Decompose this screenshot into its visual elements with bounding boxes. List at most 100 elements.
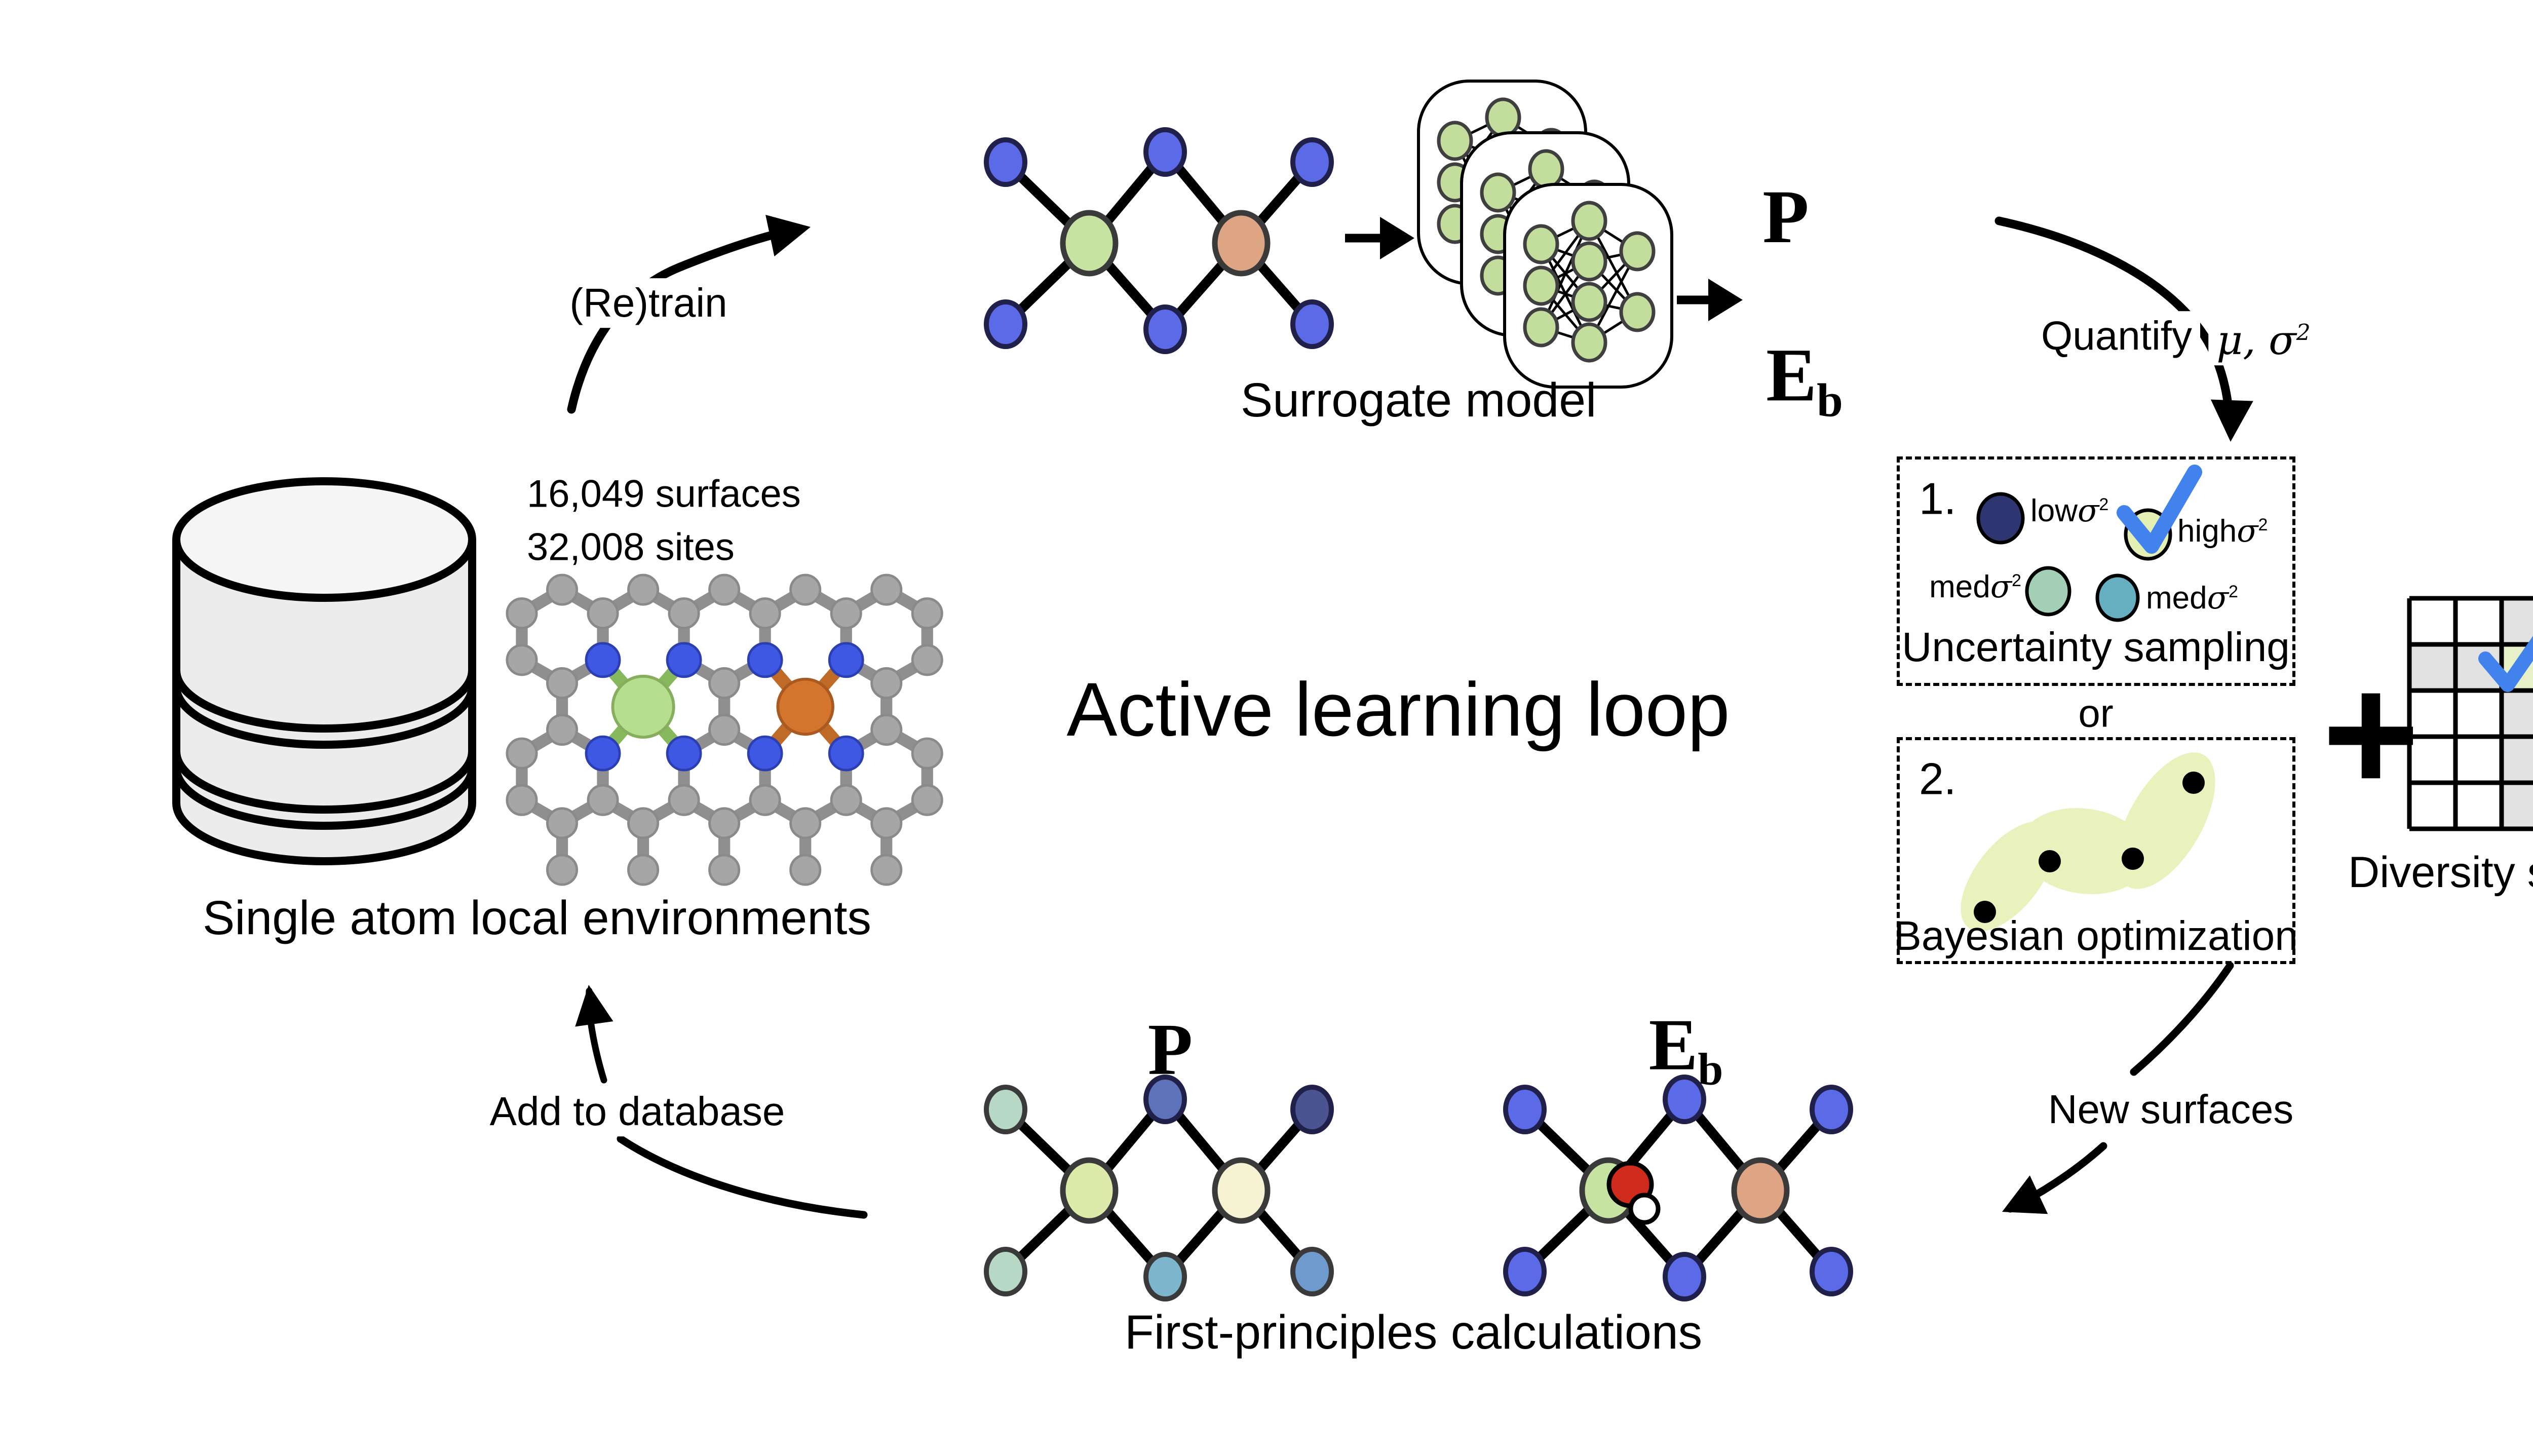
nn-model-stack: [1417, 80, 1673, 389]
graph-node: [984, 1247, 1027, 1296]
nitrogen-atom: [828, 642, 864, 678]
carbon-atom: [911, 737, 943, 770]
uncertainty-box: [1897, 456, 2295, 686]
eb-graph-label: Eb: [1648, 1004, 1723, 1095]
database-stat-surfaces: 16,049 surfaces: [527, 472, 801, 516]
plus-icon: +: [2322, 640, 2420, 827]
metal-atom-orange: [776, 677, 834, 736]
carbon-atom: [506, 597, 538, 630]
carbon-atom: [708, 667, 741, 699]
graph-node: [1290, 299, 1334, 349]
carbon-atom: [506, 784, 538, 816]
add-to-database-arrow: [575, 985, 868, 1219]
graph-node: [1060, 210, 1119, 277]
carbon-atom: [587, 784, 619, 816]
carbon-atom: [546, 573, 579, 606]
quantify-label: Quantify: [2033, 311, 2200, 361]
surrogate-caption: Surrogate model: [1240, 373, 1597, 427]
nn-output-arrow: [1677, 279, 1743, 321]
nitrogen-atom: [666, 642, 702, 678]
nn-node: [1437, 121, 1473, 161]
carbon-atom: [627, 573, 660, 606]
graph-node: [984, 299, 1027, 349]
database-caption: Single atom local environments: [202, 891, 872, 945]
carbon-atom: [546, 714, 579, 746]
bayesian-index: 2.: [1919, 753, 1956, 804]
carbon-atom: [870, 854, 903, 886]
graph-node: [1143, 127, 1187, 177]
bayesian-landscape: [1961, 752, 2215, 932]
sample-dot: [2039, 850, 2061, 872]
carbon-atom: [789, 807, 822, 839]
carbon-atom: [708, 854, 741, 886]
carbon-atom: [911, 597, 943, 630]
nn-node: [1619, 231, 1656, 272]
graph-node: [1212, 210, 1271, 277]
adsorbate-hydrogen: [1628, 1193, 1661, 1225]
carbon-atom: [546, 667, 579, 699]
uncertainty-index: 1.: [1919, 473, 1956, 524]
carbon-atom: [506, 737, 538, 770]
graph-node: [1663, 1252, 1706, 1301]
carbon-atom: [546, 807, 579, 839]
first-principles-eb-graph: [1503, 1075, 1853, 1301]
graph-node: [1290, 137, 1334, 187]
carbon-atom: [749, 597, 781, 630]
nn-node: [1619, 292, 1656, 332]
graph-node: [1290, 1247, 1334, 1296]
carbon-atom: [789, 573, 822, 606]
retrain-arrow: [567, 214, 811, 414]
carbon-atom: [870, 573, 903, 606]
sample-dot: [2122, 848, 2144, 870]
new-surfaces-label: New surfaces: [2040, 1085, 2302, 1134]
nitrogen-atom: [585, 735, 621, 772]
carbon-atom: [627, 854, 660, 886]
graph-node: [1503, 1085, 1547, 1134]
quantify-math-label: μ, σ2: [2208, 316, 2319, 365]
diversity-caption: Diversity sampling: [2348, 848, 2533, 897]
metal-atom-green: [611, 674, 675, 739]
bayesian-blob: [2019, 808, 2149, 895]
nn-node: [1571, 241, 1607, 282]
carbon-atom: [708, 573, 741, 606]
nn-node: [1571, 322, 1607, 363]
database-icon: [172, 477, 476, 865]
carbon-atom: [708, 714, 741, 746]
carbon-atom: [627, 807, 660, 839]
nn-node: [1485, 97, 1521, 138]
nn-node: [1480, 172, 1516, 213]
graph-to-nn-arrow: [1345, 217, 1414, 259]
check-icon: [2117, 465, 2202, 554]
graph-node: [1143, 1252, 1187, 1301]
graph-node: [1810, 1085, 1853, 1134]
carbon-atom: [668, 784, 700, 816]
output-p-label: P: [1762, 175, 1809, 259]
p-graph-label: P: [1147, 1009, 1193, 1090]
nn-node: [1571, 282, 1607, 322]
nitrogen-atom: [585, 642, 621, 678]
graph-node: [984, 1085, 1027, 1134]
med-sigma-label-left: medσ2: [1929, 567, 2021, 605]
med-sigma-label-right: medσ2: [2146, 579, 2238, 616]
high-sigma-label: highσ2: [2177, 512, 2268, 549]
graph-node: [1143, 304, 1187, 354]
carbon-atom: [911, 784, 943, 816]
nn-node: [1571, 201, 1607, 241]
nitrogen-atom: [747, 735, 783, 772]
carbon-atom: [870, 667, 903, 699]
uncertainty-points: [1976, 465, 2202, 622]
first-principles-caption: First-principles calculations: [1124, 1305, 1703, 1359]
carbon-atom: [830, 784, 862, 816]
bayesian-box: [1897, 737, 2295, 964]
lattice-image: [506, 573, 943, 886]
output-eb-label: Eb: [1766, 333, 1843, 427]
graph-node: [1212, 1157, 1271, 1224]
carbon-atom: [870, 714, 903, 746]
or-label: or: [2078, 691, 2114, 736]
graph-node: [1143, 1075, 1187, 1124]
nn-node: [1528, 149, 1564, 189]
carbon-atom: [789, 854, 822, 886]
first-principles-p-graph: [984, 1075, 1334, 1301]
